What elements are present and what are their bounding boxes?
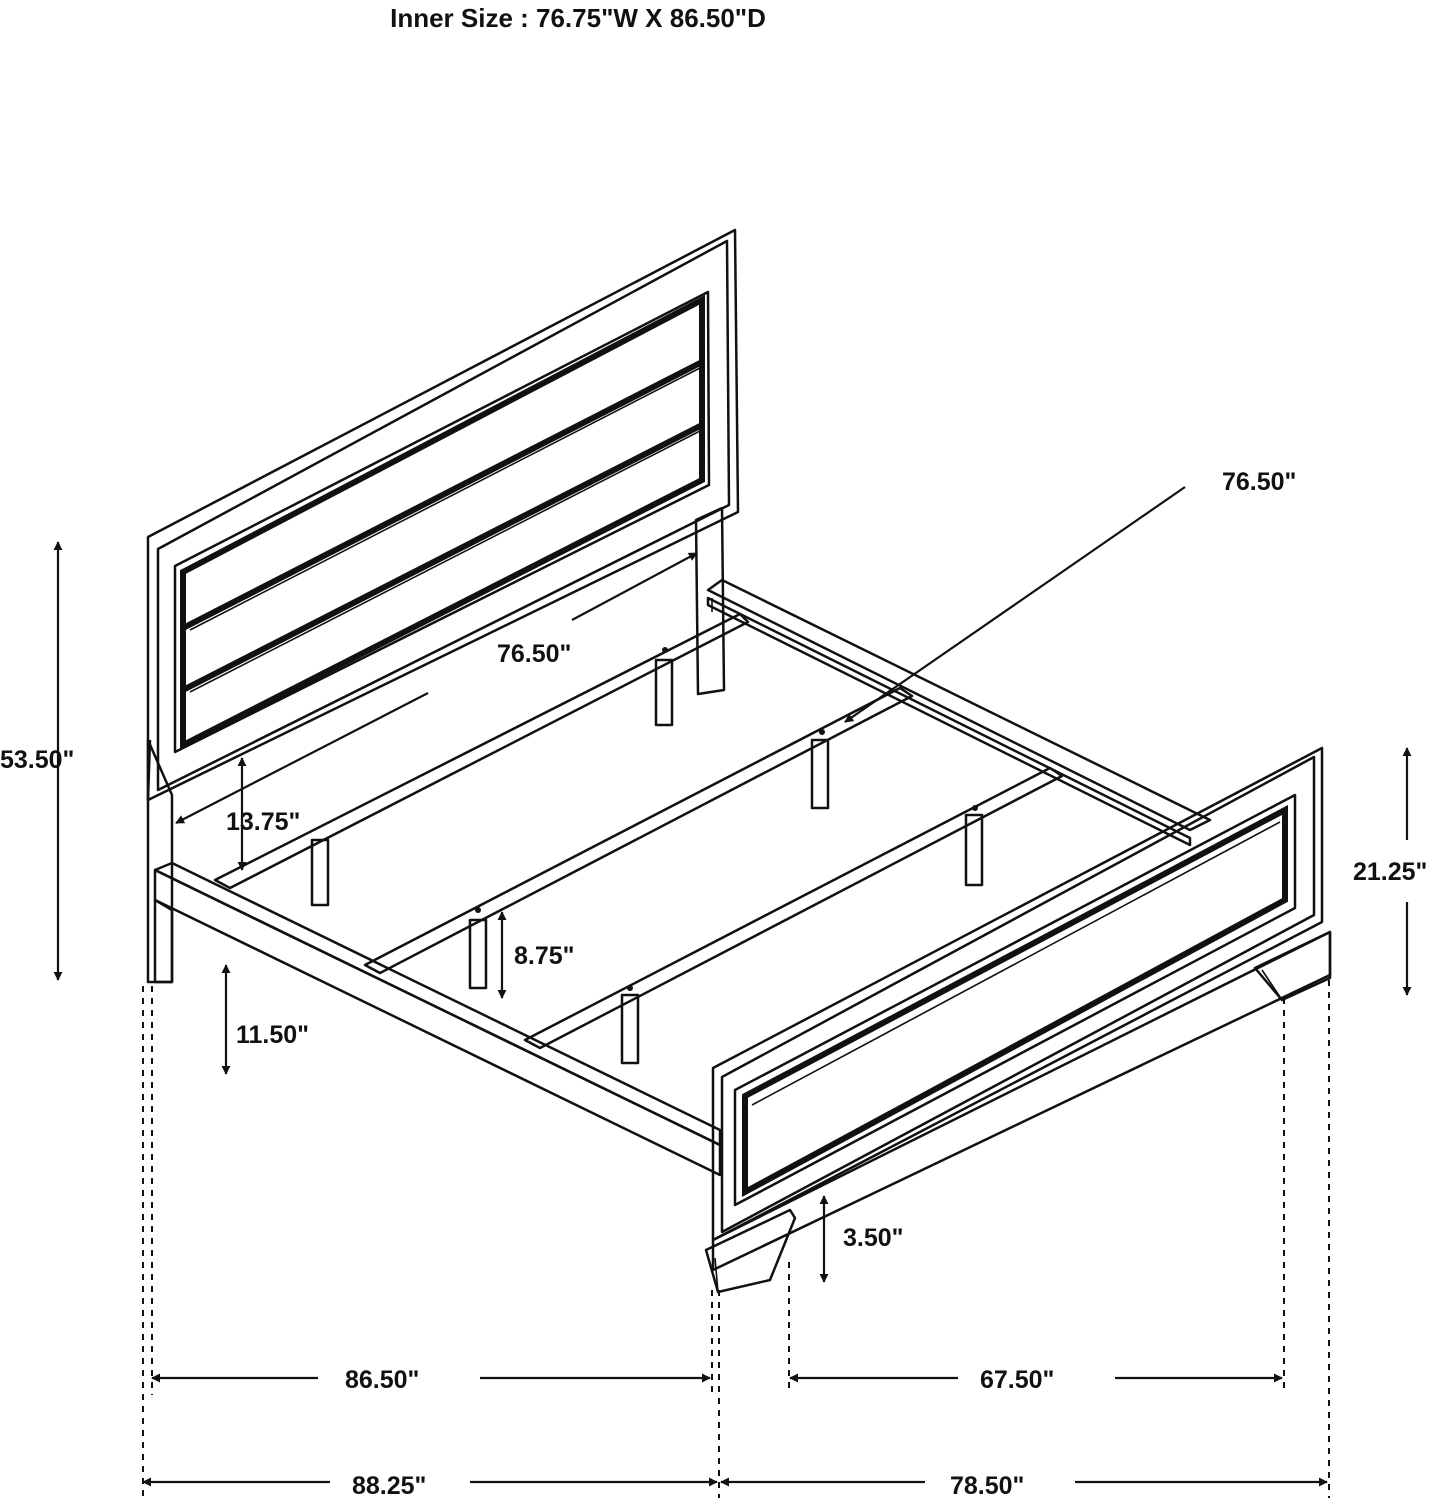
rail-length-label: 86.50" bbox=[345, 1366, 419, 1394]
headboard-width-arrow-left bbox=[175, 692, 429, 824]
leg-height-label: 3.50" bbox=[843, 1224, 904, 1252]
footboard bbox=[704, 746, 1332, 1294]
slat-length-leader bbox=[844, 486, 1186, 723]
overall-height-label: 53.50" bbox=[0, 746, 74, 774]
headboard bbox=[146, 228, 740, 984]
footboard-width-label: 67.50" bbox=[980, 1366, 1054, 1394]
slat-length-label: 76.50" bbox=[1222, 468, 1296, 496]
rail-to-panel-label: 13.75" bbox=[226, 808, 300, 836]
overall-length-label: 88.25" bbox=[352, 1472, 426, 1500]
inner-size-label: Inner Size : 76.75"W X 86.50"D bbox=[390, 3, 766, 33]
overall-width-label: 78.50" bbox=[950, 1472, 1024, 1500]
footboard-height-label: 21.25" bbox=[1353, 858, 1427, 886]
slat-support-label: 8.75" bbox=[514, 942, 575, 970]
left-side-rail bbox=[153, 861, 722, 1177]
headboard-width-label: 76.50" bbox=[497, 640, 571, 668]
slats bbox=[213, 612, 1064, 1065]
headboard-width-arrow-right bbox=[571, 552, 698, 621]
rail-clearance-label: 11.50" bbox=[236, 1021, 309, 1049]
right-side-rail bbox=[706, 578, 1212, 847]
